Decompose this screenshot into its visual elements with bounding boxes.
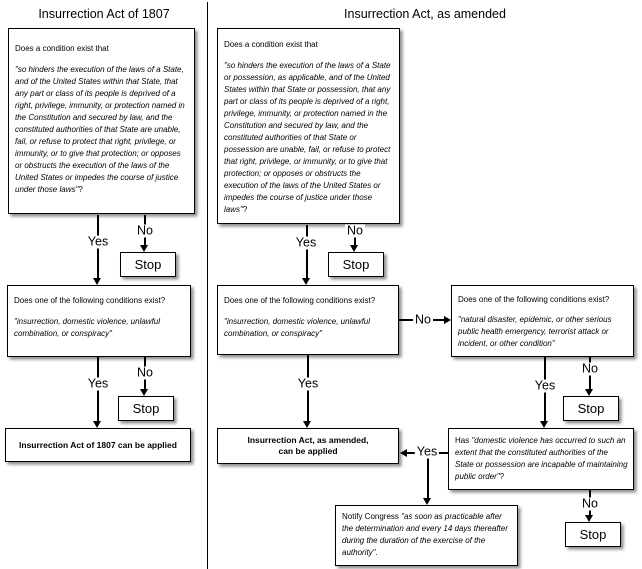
arrowhead-left — [400, 449, 407, 457]
question-mark: ? — [499, 472, 505, 481]
arrowhead-down — [585, 515, 593, 522]
stop-box: Stop — [118, 396, 174, 421]
box-1807-result: Insurrection Act of 1807 can be applied — [5, 428, 191, 462]
box-heading: Does a condition exist that — [224, 40, 318, 49]
statute-quote-paragraph: "so hinders the execution of the laws of… — [224, 60, 394, 216]
stop-box: Stop — [120, 252, 176, 277]
no-label: No — [413, 312, 433, 327]
no-label: No — [580, 496, 600, 511]
box-heading: Does one of the following conditions exi… — [458, 295, 610, 304]
title-insurrection-act-amended: Insurrection Act, as amended — [344, 7, 506, 21]
title-insurrection-act-1807: Insurrection Act of 1807 — [38, 7, 170, 21]
box-heading: Does a condition exist that — [15, 44, 109, 53]
box-1807-condition-question: Does a condition exist that "so hinders … — [8, 28, 195, 214]
arrowhead-down — [585, 389, 593, 396]
arrowhead-down — [140, 245, 148, 252]
yes-label: Yes — [85, 376, 111, 391]
arrowhead-down — [350, 245, 358, 252]
flow-line-to-notify-congress — [427, 453, 429, 498]
no-label: No — [135, 365, 155, 380]
column-divider-line — [207, 2, 208, 569]
statute-quote-paragraph: "insurrection, domestic violence, unlawf… — [14, 316, 185, 340]
stop-box: Stop — [563, 396, 619, 421]
stop-box: Stop — [565, 522, 621, 547]
question-prefix: Has — [455, 436, 472, 445]
statute-quote-paragraph: "so hinders the execution of the laws of… — [15, 64, 189, 196]
statute-quote: "as soon as practicable after the determ… — [342, 512, 508, 557]
statute-quote: "so hinders the execution of the laws of… — [224, 61, 391, 214]
question-mark: ? — [242, 205, 248, 214]
box-amended-conditions-list-question: Does one of the following conditions exi… — [217, 285, 399, 355]
arrowhead-down — [93, 278, 101, 285]
period: . — [375, 548, 378, 557]
arrowhead-down — [93, 421, 101, 428]
statute-quote: "insurrection, domestic violence, unlawf… — [224, 317, 371, 338]
arrowhead-down — [423, 498, 431, 505]
yes-label: Yes — [532, 378, 558, 393]
yes-label: Yes — [293, 235, 319, 250]
no-label: No — [580, 361, 600, 376]
box-amended-domestic-violence-question: Has "domestic violence has occurred to s… — [448, 428, 634, 490]
arrowhead-down — [140, 389, 148, 396]
statute-quote: "so hinders the execution of the laws of… — [15, 65, 185, 194]
arrowhead-down — [303, 421, 311, 428]
box-amended-other-conditions-question: Does one of the following conditions exi… — [451, 285, 634, 357]
question-mark: ? — [78, 185, 83, 194]
yes-label: Yes — [85, 234, 111, 249]
yes-label: Yes — [295, 376, 321, 391]
statute-quote: "insurrection, domestic violence, unlawf… — [14, 317, 161, 338]
statute-quote-paragraph: "natural disaster, epidemic, or other se… — [458, 314, 628, 350]
notify-prefix: Notify Congress — [342, 512, 402, 521]
box-notify-congress: Notify Congress "as soon as practicable … — [335, 505, 518, 566]
box-amended-condition-question: Does a condition exist that "so hinders … — [217, 28, 400, 224]
box-heading: Does one of the following conditions exi… — [224, 296, 376, 305]
arrowhead-down — [302, 278, 310, 285]
statute-quote: "natural disaster, epidemic, or other se… — [458, 315, 612, 348]
flow-line-amended-q1-yes — [306, 225, 308, 278]
box-amended-result: Insurrection Act, as amended, can be app… — [217, 428, 399, 464]
yes-label: Yes — [414, 444, 440, 459]
statute-quote-paragraph: "insurrection, domestic violence, unlawf… — [224, 316, 393, 340]
box-heading: Does one of the following conditions exi… — [14, 296, 166, 305]
arrowhead-down — [540, 421, 548, 428]
no-label: No — [345, 223, 365, 238]
statute-quote: "domestic violence has occurred to such … — [455, 436, 628, 481]
arrowhead-right — [444, 316, 451, 324]
no-label: No — [135, 223, 155, 238]
stop-box: Stop — [328, 252, 384, 277]
box-1807-conditions-list-question: Does one of the following conditions exi… — [7, 285, 191, 357]
